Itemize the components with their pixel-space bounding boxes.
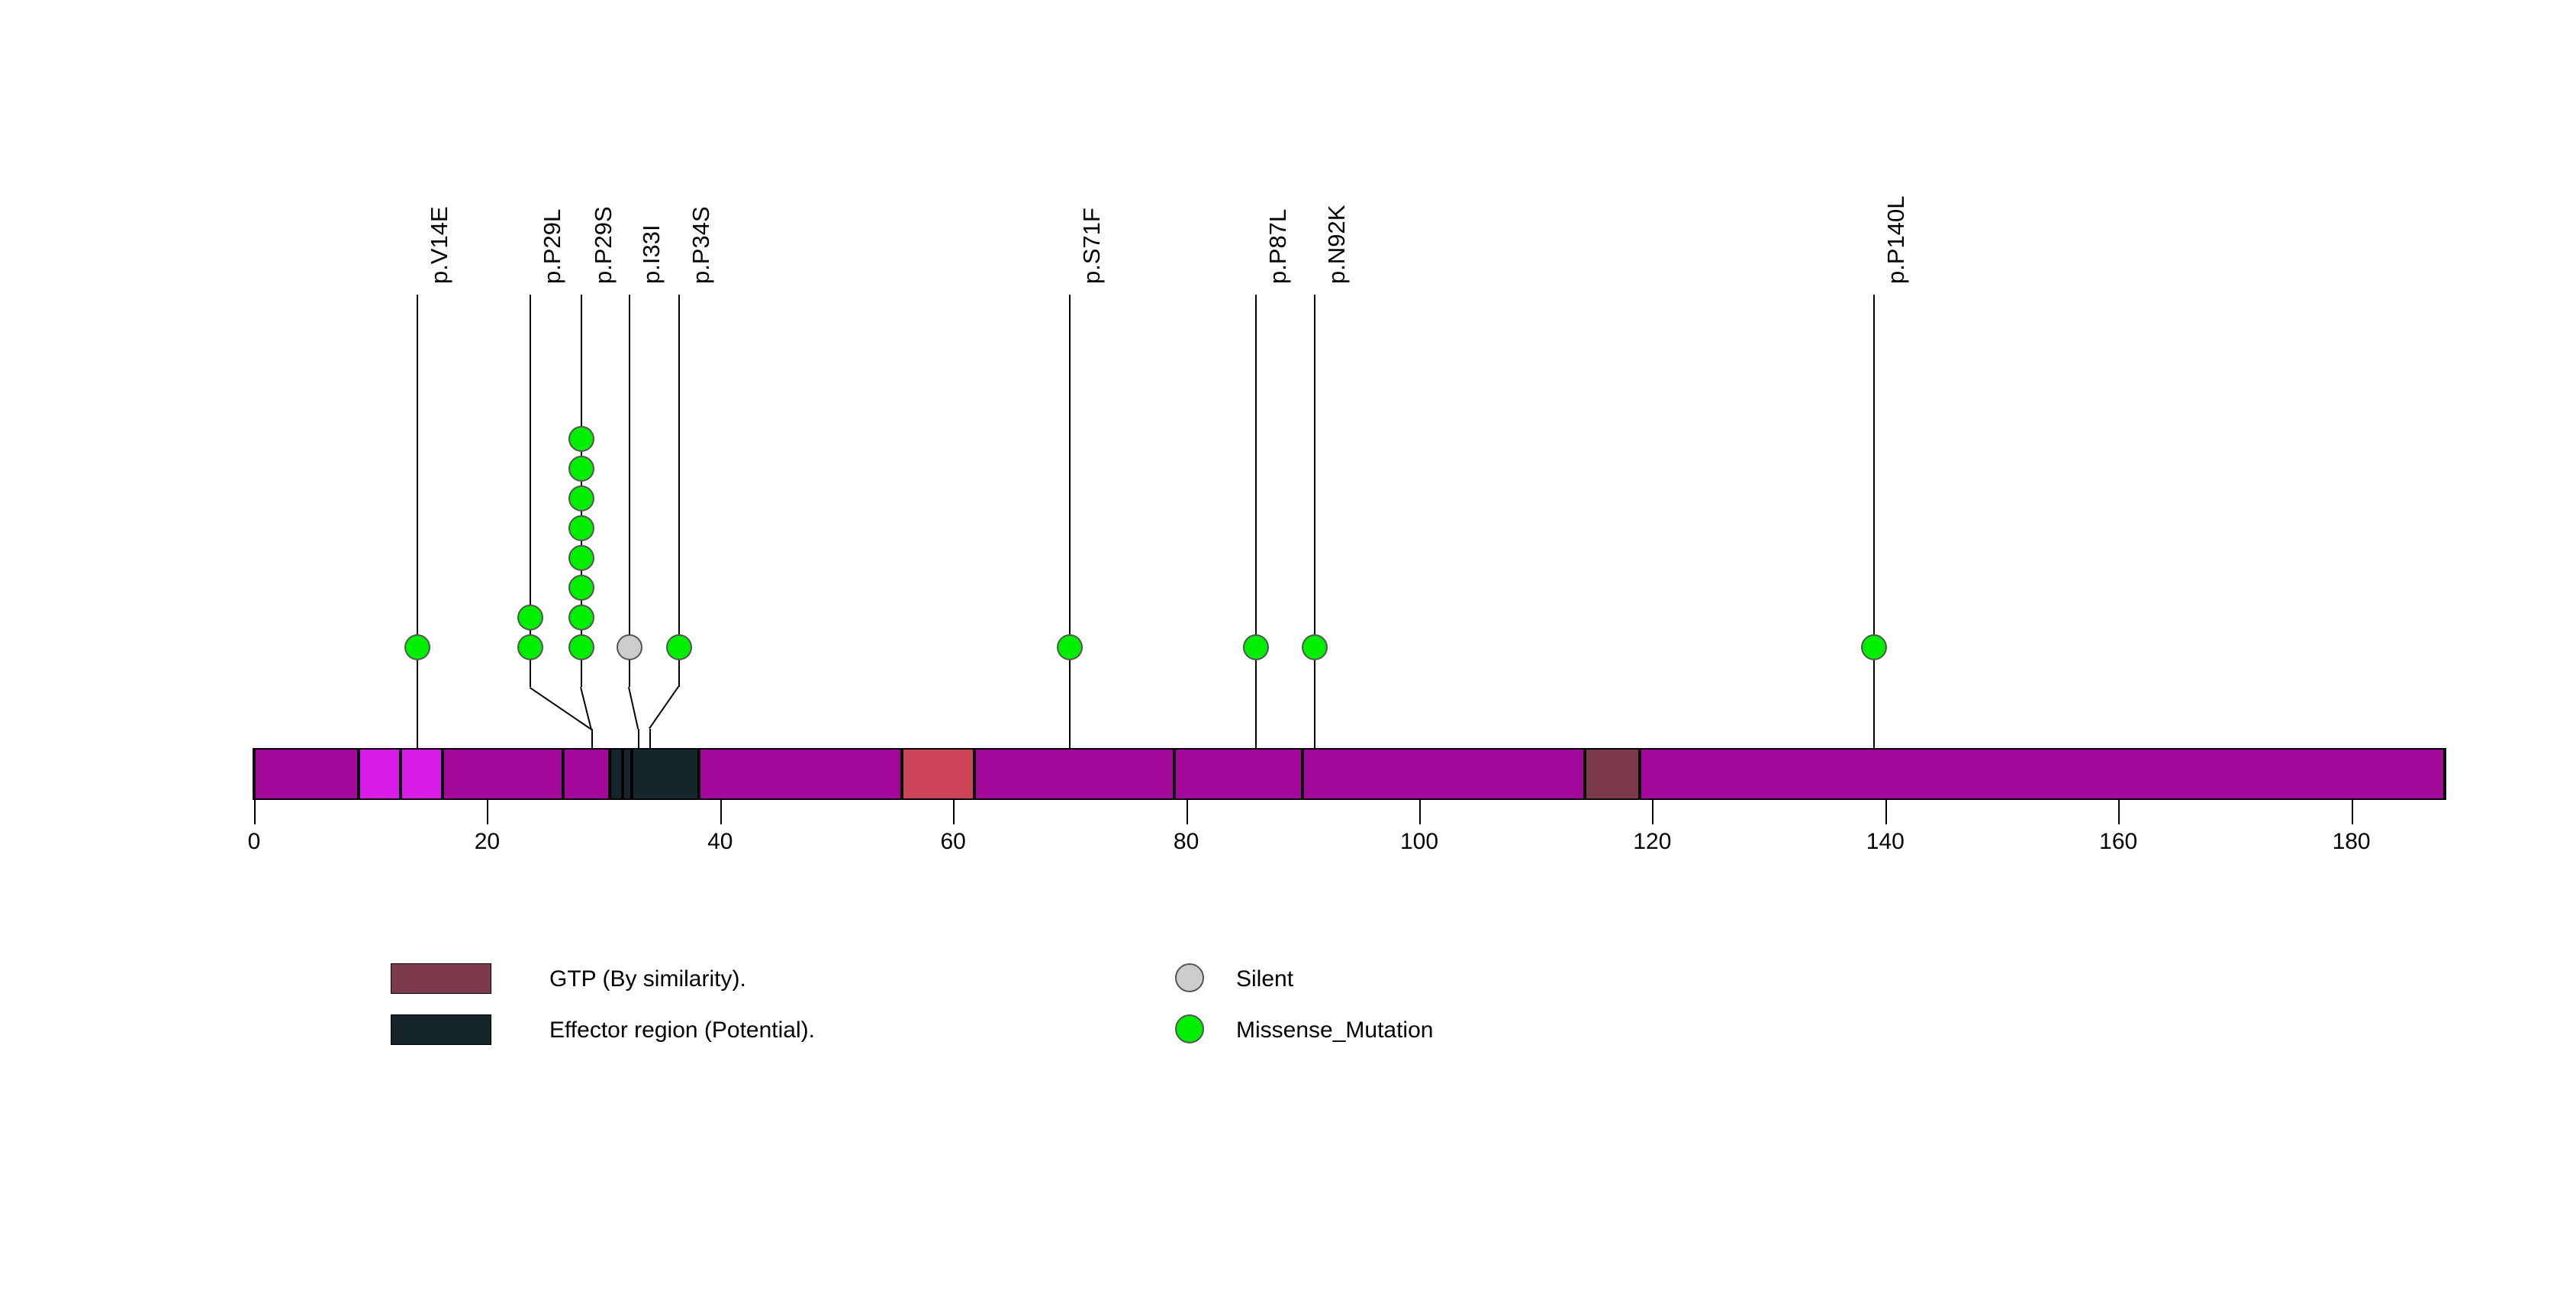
protein-domain-region: [902, 750, 974, 798]
mutation-dot[interactable]: [568, 634, 595, 660]
protein-domain-region: [1584, 750, 1640, 798]
protein-domain-region: [1302, 750, 1585, 798]
mutation-dot[interactable]: [1301, 634, 1328, 660]
protein-domain-region: [609, 750, 623, 798]
mutation-dot[interactable]: [666, 634, 693, 660]
axis-tick: [720, 800, 722, 824]
axis-tick: [1652, 800, 1654, 824]
protein-domain-region: [699, 750, 902, 798]
axis-tick-label: 160: [2099, 829, 2138, 854]
mutation-dot[interactable]: [616, 634, 642, 660]
mutation-dot[interactable]: [568, 605, 595, 630]
mutation-dot[interactable]: [568, 456, 595, 482]
lollipop-stem-lower: [649, 729, 652, 748]
legend-domain-swatch: [391, 1014, 491, 1045]
mutation-label: p.P29L: [538, 208, 565, 284]
axis-tick: [2118, 800, 2120, 824]
protein-domain-region: [631, 750, 700, 798]
lollipop-stem-lower: [637, 729, 639, 748]
axis-tick: [254, 800, 256, 824]
mutation-label: p.N92K: [1322, 205, 1350, 284]
mutation-dot[interactable]: [568, 575, 595, 601]
protein-domain-region: [974, 750, 1175, 798]
lollipop-stem: [678, 295, 681, 687]
axis-tick-label: 0: [247, 829, 261, 854]
mutation-label: p.P140L: [1882, 195, 1909, 285]
mutation-dot[interactable]: [568, 426, 595, 452]
lollipop-stem: [628, 295, 630, 687]
protein-domain-region: [359, 750, 401, 798]
mutation-dot[interactable]: [404, 634, 430, 660]
lollipop-stem-lower: [591, 729, 593, 748]
lollipop-stem: [1068, 295, 1071, 748]
lollipop-stem: [1872, 295, 1875, 748]
axis-tick: [487, 800, 489, 824]
protein-domain-region: [401, 750, 443, 798]
legend-domain-label: Effector region (Potential).: [549, 1017, 815, 1043]
protein-domain-region: [622, 750, 632, 798]
axis-tick: [1419, 800, 1421, 824]
mutation-label: p.I33I: [637, 224, 665, 284]
protein-domain-region: [1639, 750, 2445, 798]
axis-tick: [953, 800, 955, 824]
mutation-dot[interactable]: [1243, 634, 1270, 660]
axis-tick-label: 120: [1633, 829, 1672, 854]
lollipop-elbow: [649, 685, 680, 729]
mutation-label: p.V14E: [425, 206, 452, 284]
legend-mutation-label: Missense_Mutation: [1236, 1017, 1434, 1043]
mutation-label: p.P34S: [687, 206, 715, 284]
mutation-dot[interactable]: [568, 485, 595, 511]
protein-domain-region: [1174, 750, 1303, 798]
axis-tick: [1186, 800, 1188, 824]
mutation-dot[interactable]: [517, 605, 543, 630]
mutation-label: p.P87L: [1264, 208, 1292, 284]
mutation-dot[interactable]: [1056, 634, 1083, 660]
legend-mutation-dot: [1175, 963, 1204, 992]
axis-tick-label: 20: [474, 829, 501, 854]
lollipop-stem: [529, 295, 531, 687]
mutation-label: p.P29S: [590, 206, 617, 284]
lollipop-elbow: [627, 687, 639, 730]
protein-domain-region: [562, 750, 610, 798]
lollipop-stem: [416, 295, 418, 748]
axis-tick: [1885, 800, 1887, 824]
protein-domain-region: [254, 750, 359, 798]
axis-tick-label: 80: [1173, 829, 1199, 854]
mutation-dot[interactable]: [568, 515, 595, 541]
axis-tick: [2351, 800, 2353, 824]
axis-tick-label: 100: [1399, 829, 1439, 854]
axis-tick-label: 180: [2332, 829, 2371, 854]
mutation-dot[interactable]: [517, 634, 543, 660]
mutation-label: p.S71F: [1077, 208, 1105, 284]
legend-domain-swatch: [391, 963, 491, 994]
lollipop-stem: [1313, 295, 1315, 748]
protein-domain-region: [443, 750, 563, 798]
mutation-dot[interactable]: [1860, 634, 1887, 660]
axis-tick-label: 40: [707, 829, 733, 854]
lollipop-stem: [1255, 295, 1257, 748]
mutation-dot[interactable]: [568, 545, 595, 571]
axis-tick-label: 60: [940, 829, 966, 854]
legend-mutation-dot: [1175, 1014, 1204, 1043]
axis-tick-label: 140: [1866, 829, 1905, 854]
legend-mutation-label: Silent: [1236, 966, 1294, 992]
legend-domain-label: GTP (By similarity).: [549, 966, 746, 992]
